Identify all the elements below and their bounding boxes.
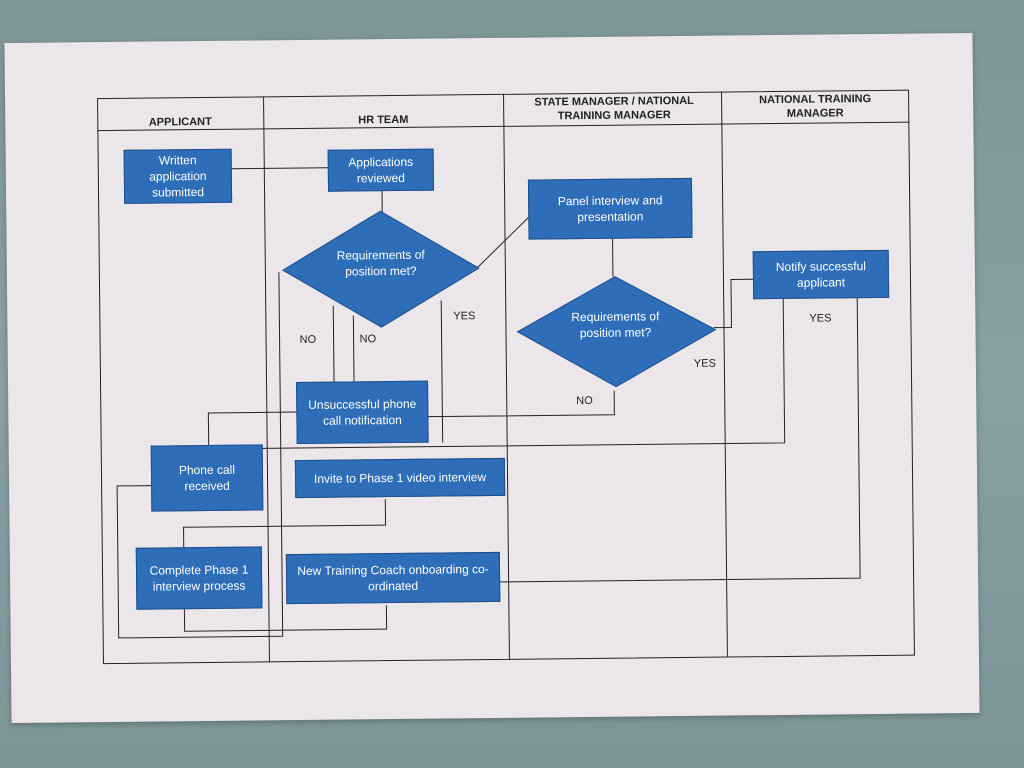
complete-phase1-label: Complete Phase 1 interview process (149, 562, 249, 594)
edge-yes-hr (440, 300, 444, 443)
edge-unsuccessful-to-phone (207, 411, 297, 445)
invite-phase1-box: Invite to Phase 1 video interview (294, 457, 506, 499)
edge-invite-to-complete (183, 499, 387, 548)
connector-layer (116, 167, 861, 639)
phone-call-received-box: Phone call received (150, 444, 264, 512)
complete-phase1-box: Complete Phase 1 interview process (135, 546, 263, 610)
requirements-hr-label: Requirements of position met? (336, 247, 425, 279)
phone-call-received-label: Phone call received (178, 462, 236, 494)
applications-reviewed-label: Applications reviewed (348, 154, 414, 186)
unsuccessful-call-box: Unsuccessful phone call notification (296, 380, 429, 445)
edge-application-to-review (231, 167, 328, 170)
notify-successful-box: Notify successful applicant (752, 249, 890, 300)
edge-label-no-right: NO (359, 333, 377, 346)
panel-interview-box: Panel interview and presentation (527, 177, 693, 240)
edge-left-loop (116, 272, 284, 639)
requirements-panel-label: Requirements of position met? (571, 309, 660, 341)
written-application-box: Written application submitted (123, 148, 233, 204)
edge-label-yes-panel: YES (693, 357, 716, 370)
edge-label-yes-hr: YES (453, 310, 476, 323)
edge-no-panel (428, 390, 615, 418)
requirements-diamond-panel (516, 276, 717, 388)
requirements-diamond-hr (281, 210, 480, 328)
edge-label-no-left: NO (299, 333, 317, 347)
written-application-label: Written application submitted (149, 153, 207, 200)
edge-yes-panel (713, 278, 753, 329)
edge-label-no-panel: NO (576, 394, 593, 408)
edge-no-left (332, 305, 335, 382)
unsuccessful-call-label: Unsuccessful phone call notification (308, 396, 417, 428)
onboarding-label: New Training Coach onboarding co-ordinat… (297, 562, 489, 594)
panel-interview-label: Panel interview and presentation (557, 193, 663, 225)
edge-requirements-to-panel (476, 217, 529, 269)
edge-no-right (352, 315, 355, 382)
invite-phase1-label: Invite to Phase 1 video interview (313, 470, 487, 486)
onboarding-box: New Training Coach onboarding co-ordinat… (285, 551, 501, 605)
edge-label-yes-national: YES (809, 312, 832, 325)
paper-sheet: APPLICANT HR TEAM STATE MANAGER / NATION… (4, 32, 980, 724)
edge-complete-to-onboarding (183, 605, 388, 632)
edge-notify-to-onboarding (500, 296, 861, 583)
applications-reviewed-box: Applications reviewed (327, 148, 435, 192)
edge-notify-to-phone (262, 296, 786, 449)
notify-successful-label: Notify successful applicant (775, 259, 866, 290)
